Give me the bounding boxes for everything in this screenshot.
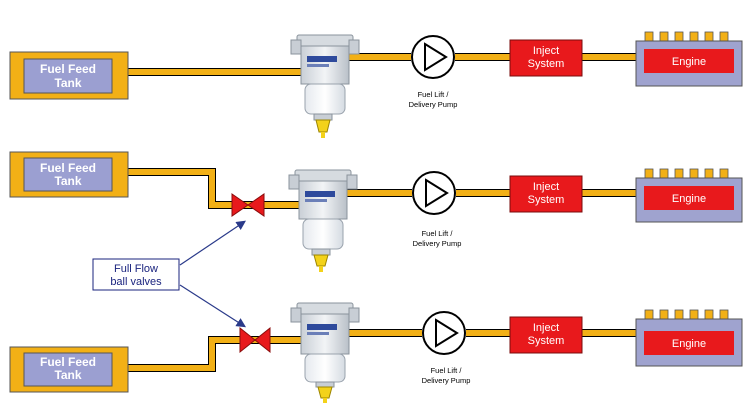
- inject-system-1: Inject System: [509, 39, 583, 77]
- callout-arrow-up: [179, 220, 246, 266]
- fuel-feed-tank-1: Fuel Feed Tank: [9, 51, 129, 100]
- engine-1: Engine: [635, 31, 743, 87]
- engine-label: Engine: [672, 56, 706, 68]
- row-2: Fuel Feed Tank Fuel Lift / Delivery Pump: [9, 151, 743, 272]
- fuel-filter-separator-1: [290, 34, 360, 138]
- tank-label-line-2: Tank: [54, 174, 81, 188]
- inject-label-line-1: Inject: [533, 322, 559, 334]
- callout-arrow-down: [179, 284, 247, 328]
- callout-label-line-1: Full Flow: [114, 263, 158, 275]
- pump-label-line-2: Delivery Pump: [422, 376, 471, 385]
- engine-cylinder-pins: [644, 31, 729, 42]
- pump-label-line-1: Fuel Lift /: [431, 366, 463, 375]
- fuel-lift-pump-1: Fuel Lift / Delivery Pump: [409, 35, 458, 109]
- callout-label-line-2: ball valves: [110, 276, 162, 288]
- engine-cylinder-pins: [644, 309, 729, 320]
- pump-label-line-2: Delivery Pump: [413, 239, 462, 248]
- row-3: Fuel Feed Tank Fuel Lift / Delivery Pump: [9, 302, 743, 403]
- inject-label-line-2: System: [528, 58, 565, 70]
- engine-cylinder-pins: [644, 168, 729, 179]
- inject-system-3: Inject System: [509, 316, 583, 354]
- tank-label-line-2: Tank: [54, 368, 81, 382]
- pump-label-line-1: Fuel Lift /: [418, 90, 450, 99]
- engine-label: Engine: [672, 193, 706, 205]
- tank-label-line-1: Fuel Feed: [40, 161, 96, 175]
- ball-valve-callout: Full Flow ball valves: [92, 220, 247, 328]
- fuel-filter-separator-2: [288, 169, 358, 272]
- fuel-filter-separator-3: [290, 302, 360, 403]
- inject-label-line-2: System: [528, 335, 565, 347]
- fuel-lift-pump-3: Fuel Lift / Delivery Pump: [422, 311, 471, 385]
- tank-label-line-2: Tank: [54, 76, 81, 90]
- inject-label-line-1: Inject: [533, 181, 559, 193]
- ball-valve-3: [239, 326, 271, 354]
- fuel-lift-pump-2: Fuel Lift / Delivery Pump: [412, 171, 462, 248]
- pump-label-line-1: Fuel Lift /: [422, 229, 454, 238]
- engine-3: Engine: [635, 309, 743, 367]
- engine-label: Engine: [672, 338, 706, 350]
- inject-label-line-1: Inject: [533, 45, 559, 57]
- ball-valve-2: [231, 193, 265, 217]
- pipe-row-1: [126, 53, 636, 76]
- row-1: Fuel Feed Tank Fuel Lift / Delivery Pump: [9, 31, 743, 138]
- tank-label-line-1: Fuel Feed: [40, 62, 96, 76]
- inject-label-line-2: System: [528, 194, 565, 206]
- fuel-feed-tank-2: Fuel Feed Tank: [9, 151, 129, 198]
- fuel-feed-tank-3: Fuel Feed Tank: [9, 346, 129, 393]
- inject-system-2: Inject System: [509, 175, 583, 213]
- tank-label-line-1: Fuel Feed: [40, 355, 96, 369]
- engine-2: Engine: [635, 168, 743, 223]
- pump-label-line-2: Delivery Pump: [409, 100, 458, 109]
